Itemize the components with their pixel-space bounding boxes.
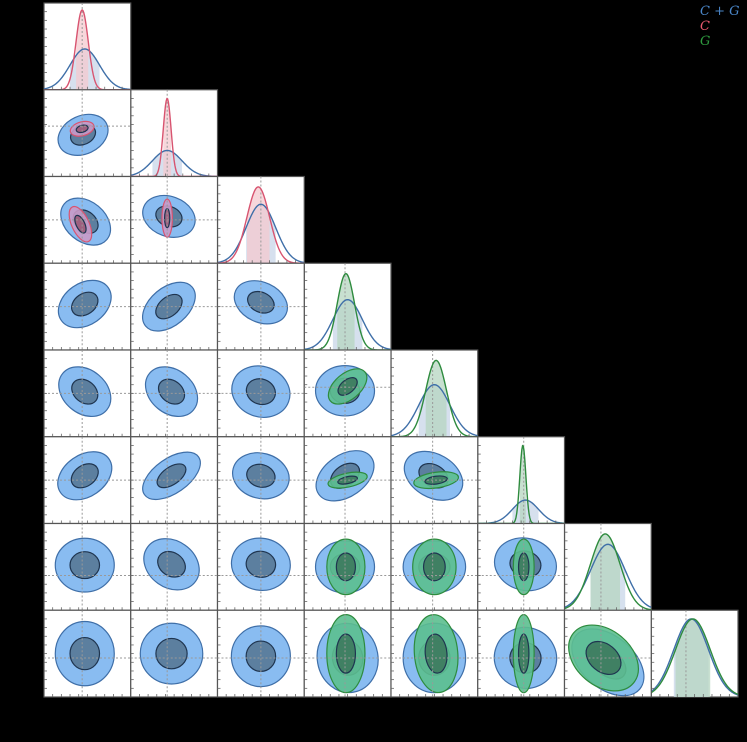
contour-panel-7-6 — [563, 609, 652, 698]
contour-panel-5-0 — [43, 436, 132, 525]
contour-panel-4-0 — [43, 349, 132, 438]
contour-panel-7-5 — [477, 609, 566, 698]
contour-panel-4-1 — [130, 349, 219, 438]
marginal-panel-7 — [650, 609, 739, 698]
legend-entry-c-plus-g: C + G — [700, 4, 740, 19]
legend-entry-c: C — [700, 19, 710, 34]
contour-panel-6-0 — [43, 522, 132, 611]
contour-panel-2-1 — [130, 175, 219, 264]
contour-panel-6-4 — [390, 522, 479, 611]
contour-panel-4-3 — [303, 349, 392, 438]
marginal-panel-5 — [477, 436, 566, 525]
marginal-panel-4 — [390, 349, 479, 438]
contour-panel-5-2 — [216, 436, 305, 525]
contour-panel-7-1 — [130, 609, 219, 698]
contour-panel-5-4 — [390, 436, 479, 525]
contour-panel-7-4 — [390, 609, 479, 698]
marginal-panel-2 — [216, 175, 305, 264]
contour-panel-2-0 — [43, 175, 132, 264]
contour-panel-6-3 — [303, 522, 392, 611]
contour-panel-3-0 — [43, 262, 132, 351]
contour-panel-6-1 — [130, 522, 219, 611]
contour-panel-6-2 — [216, 522, 305, 611]
contour-panel-7-2 — [216, 609, 305, 698]
contour-panel-7-3 — [303, 609, 392, 698]
contour-panel-4-2 — [216, 349, 305, 438]
contour-panel-1-0 — [43, 89, 132, 178]
marginal-panel-1 — [130, 89, 219, 178]
contour-panel-3-1 — [130, 262, 219, 351]
marginal-panel-0 — [43, 2, 132, 91]
contour-panel-5-3 — [303, 436, 392, 525]
legend-entry-g: G — [700, 34, 711, 49]
legend: C + G C G — [700, 4, 740, 49]
marginal-panel-3 — [303, 262, 392, 351]
contour-panel-3-2 — [216, 262, 305, 351]
marginal-panel-6 — [563, 522, 652, 611]
contour-panel-5-1 — [130, 436, 219, 525]
contour-panel-7-0 — [43, 609, 132, 698]
contour-panel-6-5 — [477, 522, 566, 611]
